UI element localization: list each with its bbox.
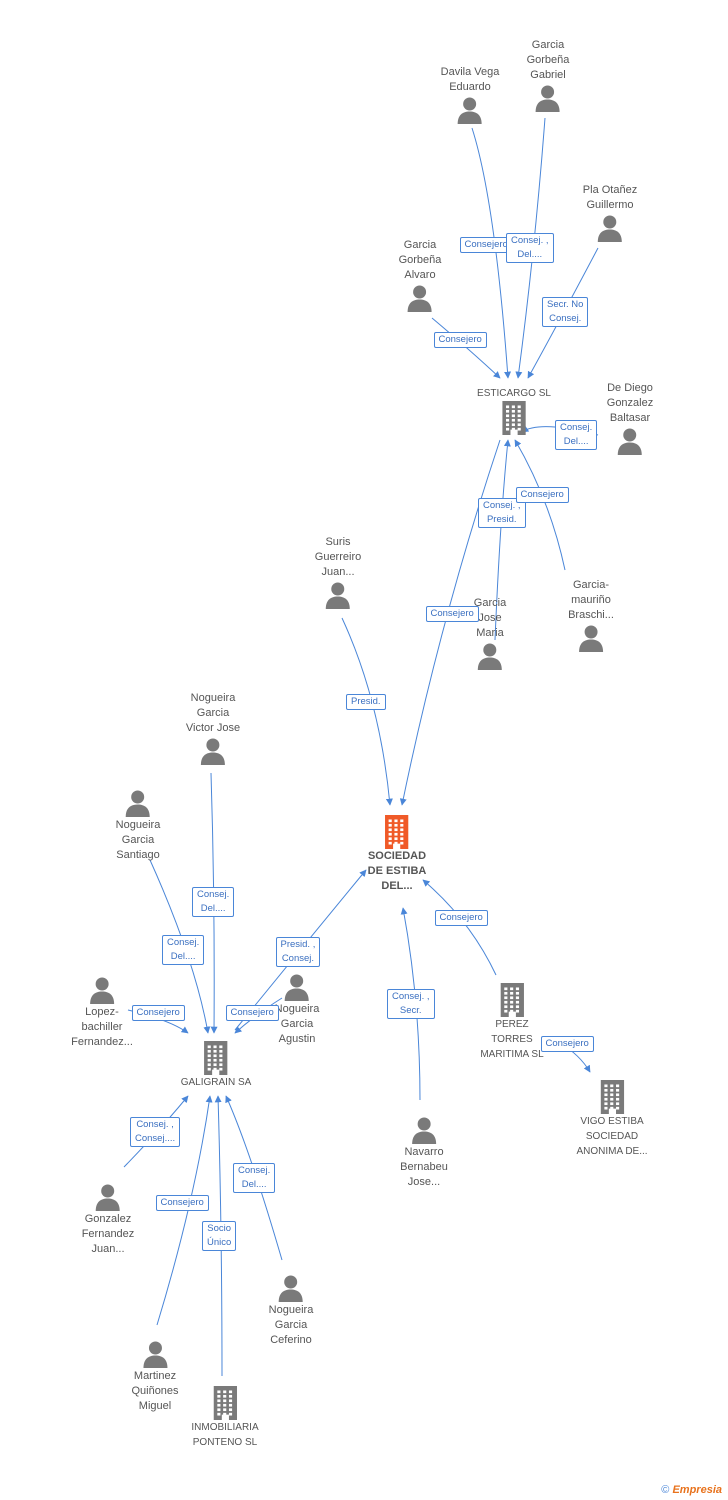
edge-label-garcia_jose-to-esticargo[interactable]: Consej. , Presid. (478, 498, 526, 528)
node-nog_ceferino[interactable]: Nogueira Garcia Ceferino (268, 1273, 314, 1348)
node-label: Garcia Jose Maria (473, 597, 507, 639)
person-icon (607, 426, 653, 456)
edge-garcia_jose-to-esticargo (494, 439, 511, 641)
node-navarro[interactable]: Navarro Bernabeu Jose... (400, 1115, 448, 1190)
edge-label-martinez-to-galigrain[interactable]: Consejero (155, 1195, 209, 1211)
node-label: VIGO ESTIBA SOCIEDAD ANONIMA DE... (576, 1116, 648, 1157)
node-lopez[interactable]: Lopez- bachiller Fernandez... (71, 975, 133, 1050)
node-vigo[interactable]: VIGO ESTIBA SOCIEDAD ANONIMA DE... (576, 1080, 648, 1159)
person-icon (315, 580, 361, 610)
edge-label-lopez-to-galigrain[interactable]: Consejero (131, 1005, 185, 1021)
edge-label-nog_agustin-to-galigrain[interactable]: Consejero (225, 1005, 279, 1021)
person-icon (71, 975, 133, 1005)
node-perez[interactable]: PEREZ TORRES MARITIMA SL (480, 983, 544, 1062)
edge-label-davila-to-esticargo[interactable]: Consejero (459, 237, 513, 253)
building-icon (191, 1386, 258, 1420)
node-label: PEREZ TORRES MARITIMA SL (480, 1019, 544, 1060)
footer-brand[interactable]: © Empresia (661, 1484, 722, 1496)
edge-label-navarro-to-main[interactable]: Consej. , Secr. (387, 989, 435, 1019)
brand-name: Empresia (672, 1484, 722, 1496)
node-label: Garcia Gorbeña Alvaro (398, 239, 442, 281)
person-icon (82, 1182, 135, 1212)
node-label: Gonzalez Fernandez Juan... (81, 1213, 135, 1255)
node-inmobiliaria[interactable]: INMOBILIARIA PONTENO SL (191, 1386, 259, 1450)
node-label: Martinez Quiñones Miguel (131, 1370, 179, 1412)
node-label: SOCIEDAD DE ESTIBA DEL... (367, 850, 427, 892)
edge-label-inmobiliaria-to-galigrain[interactable]: Socio Único (202, 1221, 237, 1251)
person-icon (186, 736, 240, 766)
node-label: Davila Vega Eduardo (440, 66, 500, 93)
node-davila[interactable]: Davila Vega Eduardo (440, 65, 500, 125)
person-icon (441, 95, 500, 125)
node-main[interactable]: SOCIEDAD DE ESTIBA DEL... (367, 815, 427, 894)
edge-label-nog_santiago-to-galigrain[interactable]: Consej. Del.... (162, 935, 205, 965)
node-gg_alvaro[interactable]: Garcia Gorbeña Alvaro (398, 238, 442, 313)
node-label: Garcia Gorbeña Gabriel (526, 39, 570, 81)
node-suris[interactable]: Suris Guerreiro Juan... (315, 535, 361, 610)
person-icon (583, 213, 637, 243)
node-dediego[interactable]: De Diego Gonzalez Baltasar (607, 381, 653, 456)
node-label: Nogueira Garcia Agustin (274, 1003, 320, 1045)
node-label: Nogueira Garcia Santiago (115, 819, 161, 861)
edge-label-garcia_mauri-to-esticargo[interactable]: Consejero (515, 487, 569, 503)
node-label: Nogueira Garcia Ceferino (268, 1304, 314, 1346)
node-gonzalez[interactable]: Gonzalez Fernandez Juan... (81, 1182, 135, 1257)
edge-label-gg_gabriel-to-esticargo[interactable]: Consej. , Del.... (506, 233, 554, 263)
person-icon (568, 623, 614, 653)
edge-label-perez-to-main[interactable]: Consejero (434, 910, 488, 926)
node-label: Navarro Bernabeu Jose... (400, 1146, 448, 1188)
edge-label-perez-to-vigo[interactable]: Consejero (540, 1036, 594, 1052)
person-icon (474, 641, 506, 671)
node-label: Nogueira Garcia Victor Jose (185, 692, 241, 734)
edge-label-gg_alvaro-to-esticargo[interactable]: Consejero (433, 332, 487, 348)
node-esticargo[interactable]: ESTICARGO SL (477, 386, 551, 435)
edge-davila-to-esticargo (471, 127, 512, 379)
building-icon (477, 401, 551, 435)
edge-gg_alvaro-to-esticargo (431, 317, 501, 379)
edge-label-nog_ceferino-to-galigrain[interactable]: Consej. Del.... (233, 1163, 276, 1193)
node-pla[interactable]: Pla Otañez Guillermo (583, 183, 637, 243)
node-label: Suris Guerreiro Juan... (314, 536, 362, 578)
edge-label-nog_victor-to-galigrain[interactable]: Consej. Del.... (192, 887, 235, 917)
edge-label-gonzalez-to-galigrain[interactable]: Consej. , Consej.... (130, 1117, 181, 1147)
node-label: GALIGRAIN SA (180, 1077, 252, 1088)
edge-label-pla-to-esticargo[interactable]: Secr. No Consej. (542, 297, 589, 327)
node-nog_santiago[interactable]: Nogueira Garcia Santiago (115, 788, 161, 863)
node-garcia_jose[interactable]: Garcia Jose Maria (474, 596, 506, 671)
edge-label-dediego-to-esticargo[interactable]: Consej. Del.... (555, 420, 598, 450)
edge-label-esticargo-to-main[interactable]: Consejero (425, 606, 479, 622)
node-label: Pla Otañez Guillermo (582, 184, 638, 211)
node-gg_gabriel[interactable]: Garcia Gorbeña Gabriel (526, 38, 570, 113)
building-icon (576, 1080, 647, 1114)
building-icon (181, 1041, 252, 1075)
person-icon (400, 1115, 448, 1145)
person-icon (269, 1273, 314, 1303)
main-company-icon (368, 815, 427, 849)
person-icon (275, 972, 320, 1002)
building-icon (480, 983, 543, 1017)
node-label: INMOBILIARIA PONTENO SL (191, 1422, 259, 1448)
node-label: ESTICARGO SL (477, 388, 551, 399)
edge-label-suris-to-main[interactable]: Presid. (346, 694, 386, 710)
person-icon (116, 788, 161, 818)
node-martinez[interactable]: Martinez Quiñones Miguel (131, 1339, 179, 1414)
node-nog_victor[interactable]: Nogueira Garcia Victor Jose (186, 691, 240, 766)
person-icon (527, 83, 570, 113)
edge-perez-to-main (422, 879, 497, 976)
edge-suris-to-main (341, 617, 393, 806)
node-galigrain[interactable]: GALIGRAIN SA (180, 1041, 252, 1090)
node-nog_agustin[interactable]: Nogueira Garcia Agustin (274, 972, 320, 1047)
edge-label-galigrain-to-main[interactable]: Presid. , Consej. (275, 937, 321, 967)
person-icon (131, 1339, 178, 1369)
copyright-symbol: © (661, 1484, 670, 1496)
node-label: Garcia- mauriño Braschi... (568, 579, 614, 621)
node-label: Lopez- bachiller Fernandez... (71, 1006, 133, 1048)
node-label: De Diego Gonzalez Baltasar (606, 382, 654, 424)
node-garcia_mauri[interactable]: Garcia- mauriño Braschi... (568, 578, 614, 653)
person-icon (399, 283, 442, 313)
